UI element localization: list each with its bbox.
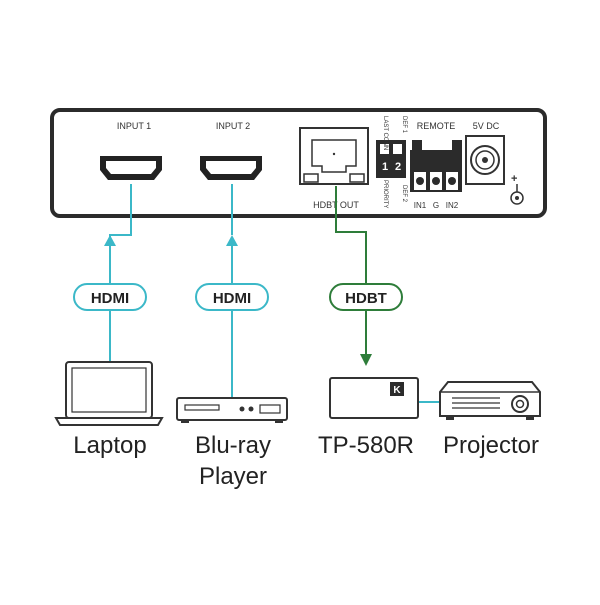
dip-def2-label: DEF 2 — [401, 185, 407, 203]
dc-power-jack[interactable] — [465, 135, 505, 185]
hdbt-pill: HDBT — [329, 283, 403, 311]
switcher-rear-panel: INPUT 1 INPUT 2 HDBT OUT 1 2 LAST CONN — [50, 108, 547, 218]
remote-label: REMOTE — [417, 121, 456, 131]
hdmi-pill-1: HDMI — [73, 283, 147, 311]
arrow-down-icon — [360, 354, 372, 366]
receiver-label: TP-580R — [318, 432, 414, 459]
kramer-logo — [390, 382, 404, 396]
input2-label: INPUT 2 — [216, 121, 250, 131]
dc-label: 5V DC — [473, 121, 500, 131]
projector-icon — [439, 381, 541, 420]
hdmi-cable-2 — [226, 184, 238, 398]
hdbt-label: HDBT — [345, 290, 387, 307]
terminal-in2-label: IN2 — [446, 201, 459, 210]
dip-last-conn-label: LAST CONN — [382, 116, 388, 150]
hdbt-out-port[interactable] — [299, 127, 369, 185]
bluray-player-icon — [176, 397, 288, 423]
hdmi-pill-2: HDMI — [195, 283, 269, 311]
plus-sign: + — [511, 173, 517, 185]
hdmi-label-2: HDMI — [213, 290, 251, 307]
dip-def1-label: DEF 1 — [401, 116, 407, 134]
dip-num-1: 1 — [382, 161, 388, 173]
remote-terminal-block[interactable] — [410, 140, 462, 192]
receiver-icon: K — [329, 377, 419, 419]
hdmi-port-2[interactable] — [200, 156, 262, 180]
receiver-logo-text: K — [393, 385, 401, 396]
input1-label: INPUT 1 — [117, 121, 151, 131]
arrow-up-icon — [104, 235, 116, 246]
dip-num-2: 2 — [395, 161, 401, 173]
bluray-label-line2: Player — [199, 463, 267, 490]
laptop-label: Laptop — [73, 432, 146, 459]
hdmi-label-1: HDMI — [91, 290, 129, 307]
bluray-label-line1: Blu-ray — [195, 432, 271, 459]
terminal-in1-label: IN1 — [414, 201, 427, 210]
hdmi-port-1[interactable] — [100, 156, 162, 180]
terminal-g-label: G — [433, 201, 439, 210]
arrow-up-icon — [226, 235, 238, 246]
dc-polarity-icon — [510, 184, 524, 205]
projector-label: Projector — [443, 432, 539, 459]
dip-switch[interactable] — [376, 140, 406, 178]
dip-priority-label: PRIORITY — [382, 180, 388, 208]
laptop-icon — [54, 361, 164, 426]
